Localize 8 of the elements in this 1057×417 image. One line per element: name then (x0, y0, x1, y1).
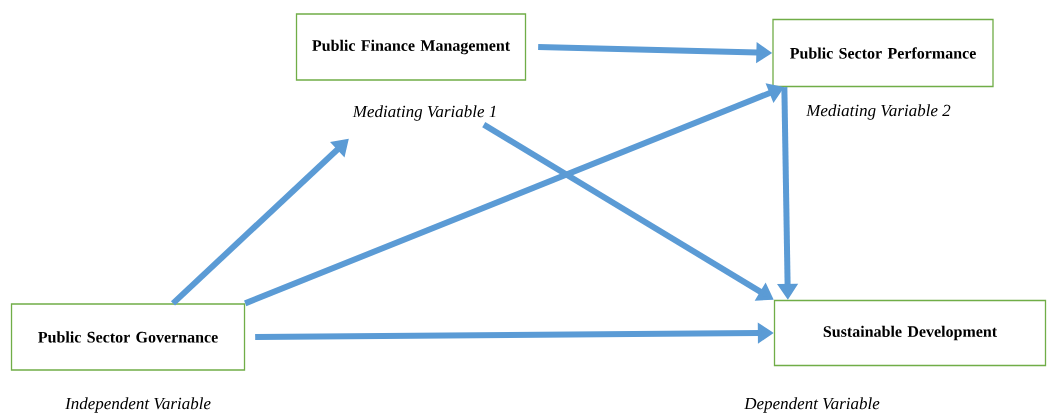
variable-role-label: Mediating Variable 2 (806, 104, 951, 120)
variable-box: Public Finance Management (295, 13, 527, 81)
variable-box: Public Sector Performance (772, 18, 994, 88)
variable-role-label: Dependent Variable (744, 397, 880, 413)
variable-role-label: Independent Variable (65, 397, 211, 413)
variable-box: Sustainable Development (773, 299, 1047, 367)
variable-box: Public Sector Governance (10, 303, 246, 371)
variable-role-label: Mediating Variable 1 (352, 105, 496, 121)
